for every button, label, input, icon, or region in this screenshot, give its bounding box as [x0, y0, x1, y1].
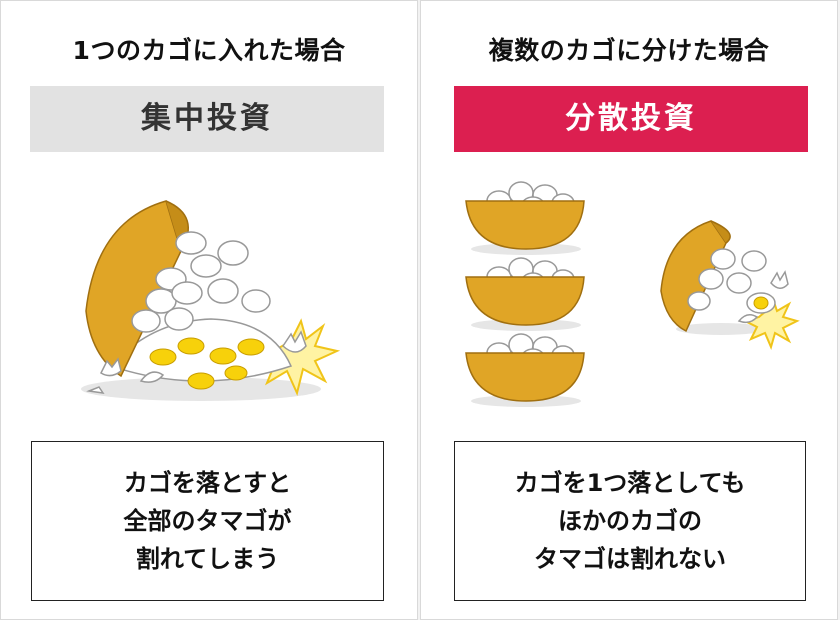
caption-line: 全部のタマゴが [123, 507, 292, 535]
caption-line: タマゴは割れない [534, 545, 726, 573]
right-heading: 複数のカゴに分けた場合 [488, 36, 770, 65]
concentrated-investment-panel: 1つのカゴに入れた場合 集中投資 [0, 0, 418, 620]
concentrated-investment-banner: 集中投資 [30, 86, 384, 152]
dropped-basket-illustration [81, 200, 341, 401]
caption-line: カゴを1つ落としても [514, 469, 746, 497]
basket-with-eggs [465, 333, 585, 407]
broken-shells [86, 330, 307, 394]
basket-with-eggs [465, 257, 585, 331]
dropped-small-basket [660, 220, 800, 350]
caption-line: ほかのカゴの [558, 507, 702, 535]
right-caption: カゴを1つ落としても ほかのカゴの タマゴは割れない [454, 441, 806, 601]
basket-with-eggs [465, 181, 585, 255]
caption-line: カゴを落とすと [123, 469, 292, 497]
left-caption: カゴを落とすと 全部のタマゴが 割れてしまう [31, 441, 384, 601]
split-baskets-illustration [465, 181, 800, 407]
left-heading: 1つのカゴに入れた場合 [72, 36, 346, 65]
caption-line: 割れてしまう [135, 545, 280, 573]
yolks [149, 337, 265, 390]
diversified-investment-banner: 分散投資 [454, 86, 808, 152]
diversified-investment-panel: 複数のカゴに分けた場合 分散投資 [420, 0, 838, 620]
eggs [131, 231, 271, 333]
impact-burst-icon [742, 296, 800, 350]
